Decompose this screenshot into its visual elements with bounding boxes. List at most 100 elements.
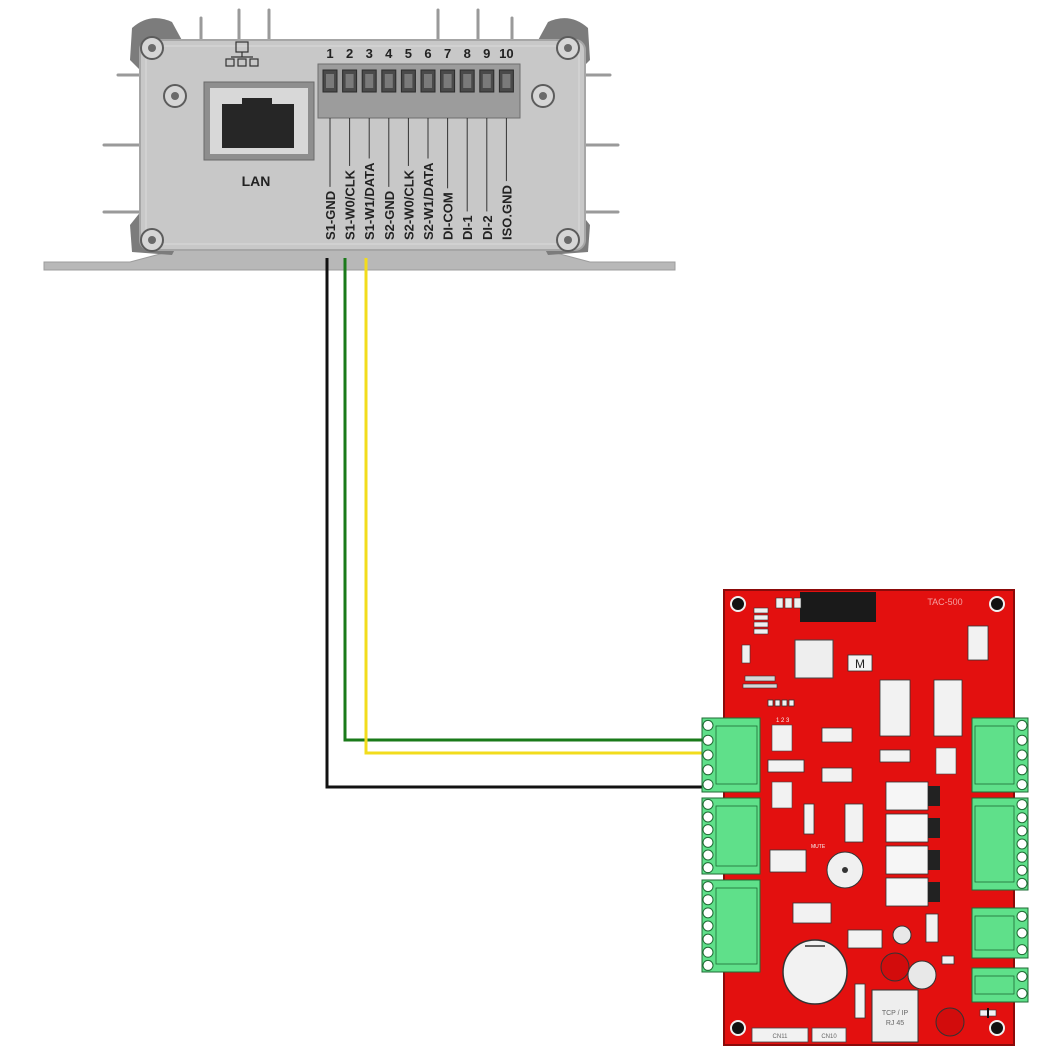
connector-screw: [1016, 944, 1028, 956]
connector-screw: [702, 811, 714, 823]
screw-icon: [140, 36, 164, 60]
screw-icon: [556, 228, 580, 252]
connector-screw: [702, 764, 714, 776]
terminal-connector: [971, 717, 1029, 793]
terminal-connector: [701, 879, 761, 973]
lan-label: LAN: [242, 173, 271, 189]
port-number: 7: [444, 46, 451, 61]
mute-label: MUTE: [811, 844, 826, 850]
cn10-label: CN10: [821, 1034, 837, 1040]
connector-screw: [702, 894, 714, 906]
connector-screw: [702, 959, 714, 971]
terminal-label: S2-GND: [382, 191, 397, 240]
cn11-connector: [751, 1027, 809, 1043]
terminal-label: S1-W1/DATA: [362, 162, 377, 240]
terminal-connector: [701, 717, 761, 793]
terminal-label: DI-1: [460, 215, 475, 240]
port-number: 3: [366, 46, 373, 61]
connector-screw: [702, 920, 714, 932]
buzzer: [826, 851, 864, 889]
terminal-screw-head: [424, 74, 432, 88]
terminal-connector: [971, 967, 1029, 1003]
connector-screw: [1016, 779, 1028, 791]
port-number: 4: [385, 46, 393, 61]
header-label: 1 2 3: [776, 718, 790, 724]
connector-screw: [702, 824, 714, 836]
connector-screw: [1016, 864, 1028, 876]
top-left-components: [741, 597, 802, 689]
terminal-screws: [322, 69, 514, 93]
connector-screw: [702, 836, 714, 848]
screw-icon: [140, 228, 164, 252]
terminal-label: S1-GND: [323, 191, 338, 240]
terminal-label: DI-2: [480, 215, 495, 240]
connector-screw: [1016, 764, 1028, 776]
port-number: 1: [326, 46, 333, 61]
port-number: 2: [346, 46, 353, 61]
terminal-screw-head: [345, 74, 354, 88]
connector-screw: [1016, 749, 1028, 761]
connector-screw: [1016, 812, 1028, 824]
connector-screw: [1016, 910, 1028, 922]
jumper-blocks: [771, 724, 957, 809]
terminal-label: DI-COM: [441, 192, 456, 240]
yellow-wire: [364, 258, 702, 755]
connector-screw: [1016, 927, 1028, 939]
connector-screw: [702, 734, 714, 746]
screws: [140, 36, 580, 252]
side-fins: [102, 73, 620, 214]
terminal-screw-head: [482, 74, 491, 88]
ic-square: [794, 639, 834, 679]
connector-screw: [702, 779, 714, 791]
mid-components: [767, 625, 989, 1019]
terminal-screw-head: [365, 74, 374, 88]
port-number: 9: [483, 46, 490, 61]
terminal-label: S2-W1/DATA: [421, 162, 436, 240]
mounting-holes: [730, 596, 1005, 1036]
terminal-screw-head: [463, 74, 472, 88]
terminal-label: S1-W0/CLK: [343, 169, 358, 240]
screw-icon: [531, 84, 555, 108]
svg-text:M: M: [855, 657, 865, 671]
connector-screw: [1016, 971, 1028, 982]
connector-screw: [702, 881, 714, 893]
connector-screw: [1016, 734, 1028, 746]
connector-screw: [702, 849, 714, 861]
battery: [782, 939, 848, 1005]
connector-screw: [1016, 825, 1028, 837]
terminal-screw-head: [443, 74, 452, 88]
connector-screw: [702, 862, 714, 874]
connector-screw: [702, 719, 714, 731]
connector-screw: [1016, 988, 1028, 999]
terminal-connectors: [701, 717, 1029, 1003]
diode: [979, 1008, 997, 1018]
mounting-plate: [43, 249, 676, 271]
cn10-connector: [811, 1027, 847, 1043]
terminal-connector: [701, 797, 761, 875]
terminal-screw-head: [384, 74, 393, 88]
connector-screw: [702, 946, 714, 958]
lan-port: [203, 81, 315, 161]
rj45-port: [871, 989, 919, 1043]
connector-screw: [1016, 799, 1028, 811]
logo-chip: [847, 654, 873, 672]
terminal-screw-head: [404, 74, 413, 88]
terminal-connector: [971, 797, 1029, 891]
port-number: 10: [499, 46, 513, 61]
main-chip: [800, 592, 876, 622]
connector-screw: [1016, 877, 1028, 889]
wires: [325, 258, 702, 789]
pcb: [723, 589, 1015, 1046]
black-wire: [325, 258, 702, 789]
screw-icon: [163, 84, 187, 108]
controller-board: TAC-500 M: [701, 589, 1029, 1046]
terminal-connector: [971, 907, 1029, 959]
connector-screw: [702, 933, 714, 945]
terminal-screw-head: [502, 74, 511, 88]
connector-screw: [1016, 838, 1028, 850]
terminal-label: ISO.GND: [499, 185, 514, 240]
